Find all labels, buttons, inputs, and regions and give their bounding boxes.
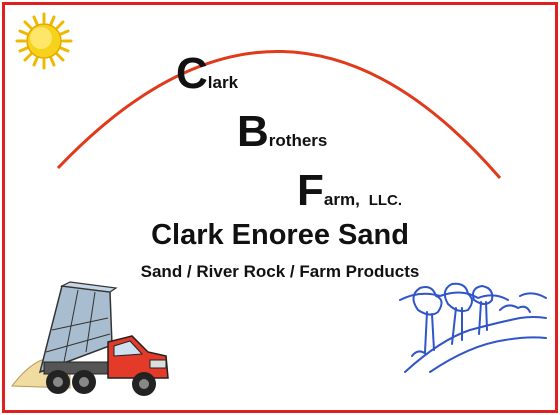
logo-line-clark: Clark — [176, 52, 238, 96]
arc-decoration — [56, 49, 502, 179]
logo-initial-c: C — [176, 49, 208, 98]
logo-word-rothers: rothers — [268, 131, 328, 150]
sun-icon — [15, 12, 73, 70]
logo-line-brothers: Brothers — [237, 110, 327, 154]
tree-landscape-icon — [399, 282, 547, 373]
logo-llc: LLC. — [368, 192, 403, 209]
logo-word-lark: lark — [207, 73, 239, 92]
logo-line-farm: Farm, LLC. — [297, 169, 402, 213]
products-line: Sand / River Rock / Farm Products — [140, 262, 420, 281]
business-name: Clark Enoree Sand — [151, 219, 409, 251]
logo-word-arm: arm, — [323, 190, 360, 209]
logo-initial-f: F — [297, 166, 324, 215]
dump-truck-icon — [11, 281, 169, 396]
logo-initial-b: B — [237, 107, 269, 156]
